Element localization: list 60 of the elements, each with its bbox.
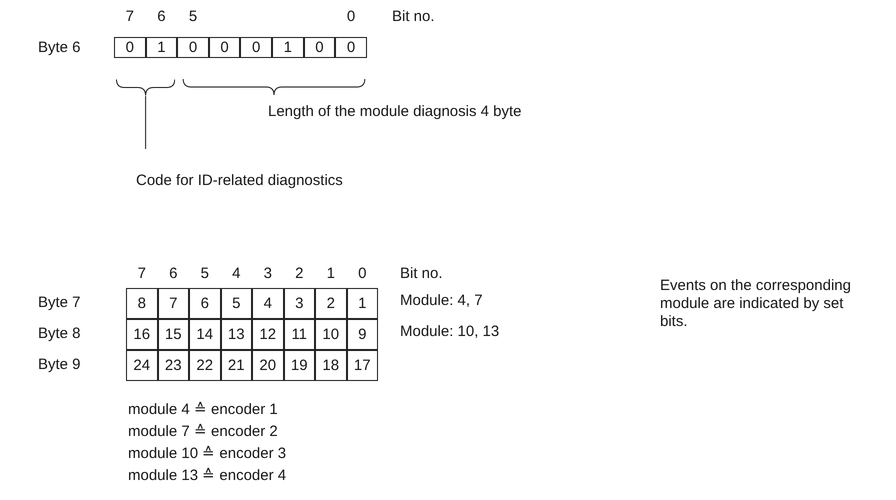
leader-line: [145, 96, 146, 150]
row-label: Byte 8: [38, 326, 81, 342]
bit-cell: 0: [335, 37, 367, 58]
row-note: Module: 4, 7: [400, 293, 483, 310]
bit-cell: 0: [240, 37, 272, 58]
row-label: Byte 6: [38, 40, 81, 56]
mapping-text: module 4 ≙ encoder 1: [128, 402, 278, 418]
module-cell: 22: [189, 350, 220, 381]
mapping-text: module 7 ≙ encoder 2: [128, 424, 278, 440]
mapping-text: module 10 ≙ encoder 3: [128, 446, 286, 462]
bit-number: 4: [232, 266, 240, 282]
module-cell: 11: [284, 319, 315, 350]
module-cell: 2: [315, 288, 346, 319]
bit-number: 0: [358, 266, 366, 282]
module-cell: 24: [126, 350, 158, 381]
module-cell: 21: [220, 350, 252, 381]
module-cell: 16: [126, 319, 158, 350]
module-cell: 6: [189, 288, 220, 319]
module-cell: 1: [346, 288, 378, 319]
bit-cell: 0: [177, 37, 209, 58]
bit-cell: 0: [114, 37, 146, 58]
module-cell: 18: [315, 350, 346, 381]
module-cell: 5: [220, 288, 252, 319]
module-cell: 4: [252, 288, 284, 319]
bit-number: 6: [169, 266, 178, 282]
module-cell: 9: [346, 319, 378, 350]
bit-cell: 0: [208, 37, 240, 58]
callout-text: Code for ID-related diagnostics: [136, 173, 343, 190]
axis-label: Bit no.: [400, 266, 443, 282]
row-label: Byte 9: [38, 357, 81, 374]
row-note: Module: 10, 13: [400, 324, 500, 340]
bit-number: 0: [346, 9, 356, 26]
axis-label: Bit no.: [392, 9, 435, 26]
module-cell: 13: [220, 319, 252, 350]
bit-number: 6: [157, 9, 166, 26]
bit-number: 3: [264, 266, 272, 282]
module-cell: 8: [126, 288, 158, 319]
annotation-text: Length of the module diagnosis 4 byte: [268, 104, 522, 120]
mapping-text: module 13 ≙ encoder 4: [128, 468, 286, 484]
bit-cell: 0: [304, 37, 336, 58]
bit-number: 5: [200, 266, 209, 282]
bit-number: 7: [138, 266, 146, 282]
module-cell: 12: [252, 319, 284, 350]
bit-number: 7: [126, 9, 134, 26]
bit-number: 2: [295, 266, 304, 282]
module-cell: 20: [252, 350, 284, 381]
bit-cell: 1: [146, 37, 178, 58]
bit-cell: 1: [272, 37, 304, 58]
module-cell: 19: [284, 350, 315, 381]
note-text: Events on the corresponding module are indicated by set bits.: [660, 277, 852, 331]
bit-number: 5: [188, 9, 198, 26]
module-cell: 15: [158, 319, 189, 350]
module-cell: 17: [346, 350, 378, 381]
bit-number: 1: [326, 266, 335, 282]
module-cell: 3: [284, 288, 315, 319]
module-cell: 14: [189, 319, 220, 350]
module-cell: 7: [158, 288, 189, 319]
module-cell: 10: [315, 319, 346, 350]
module-cell: 23: [158, 350, 189, 381]
row-label: Byte 7: [38, 295, 81, 312]
